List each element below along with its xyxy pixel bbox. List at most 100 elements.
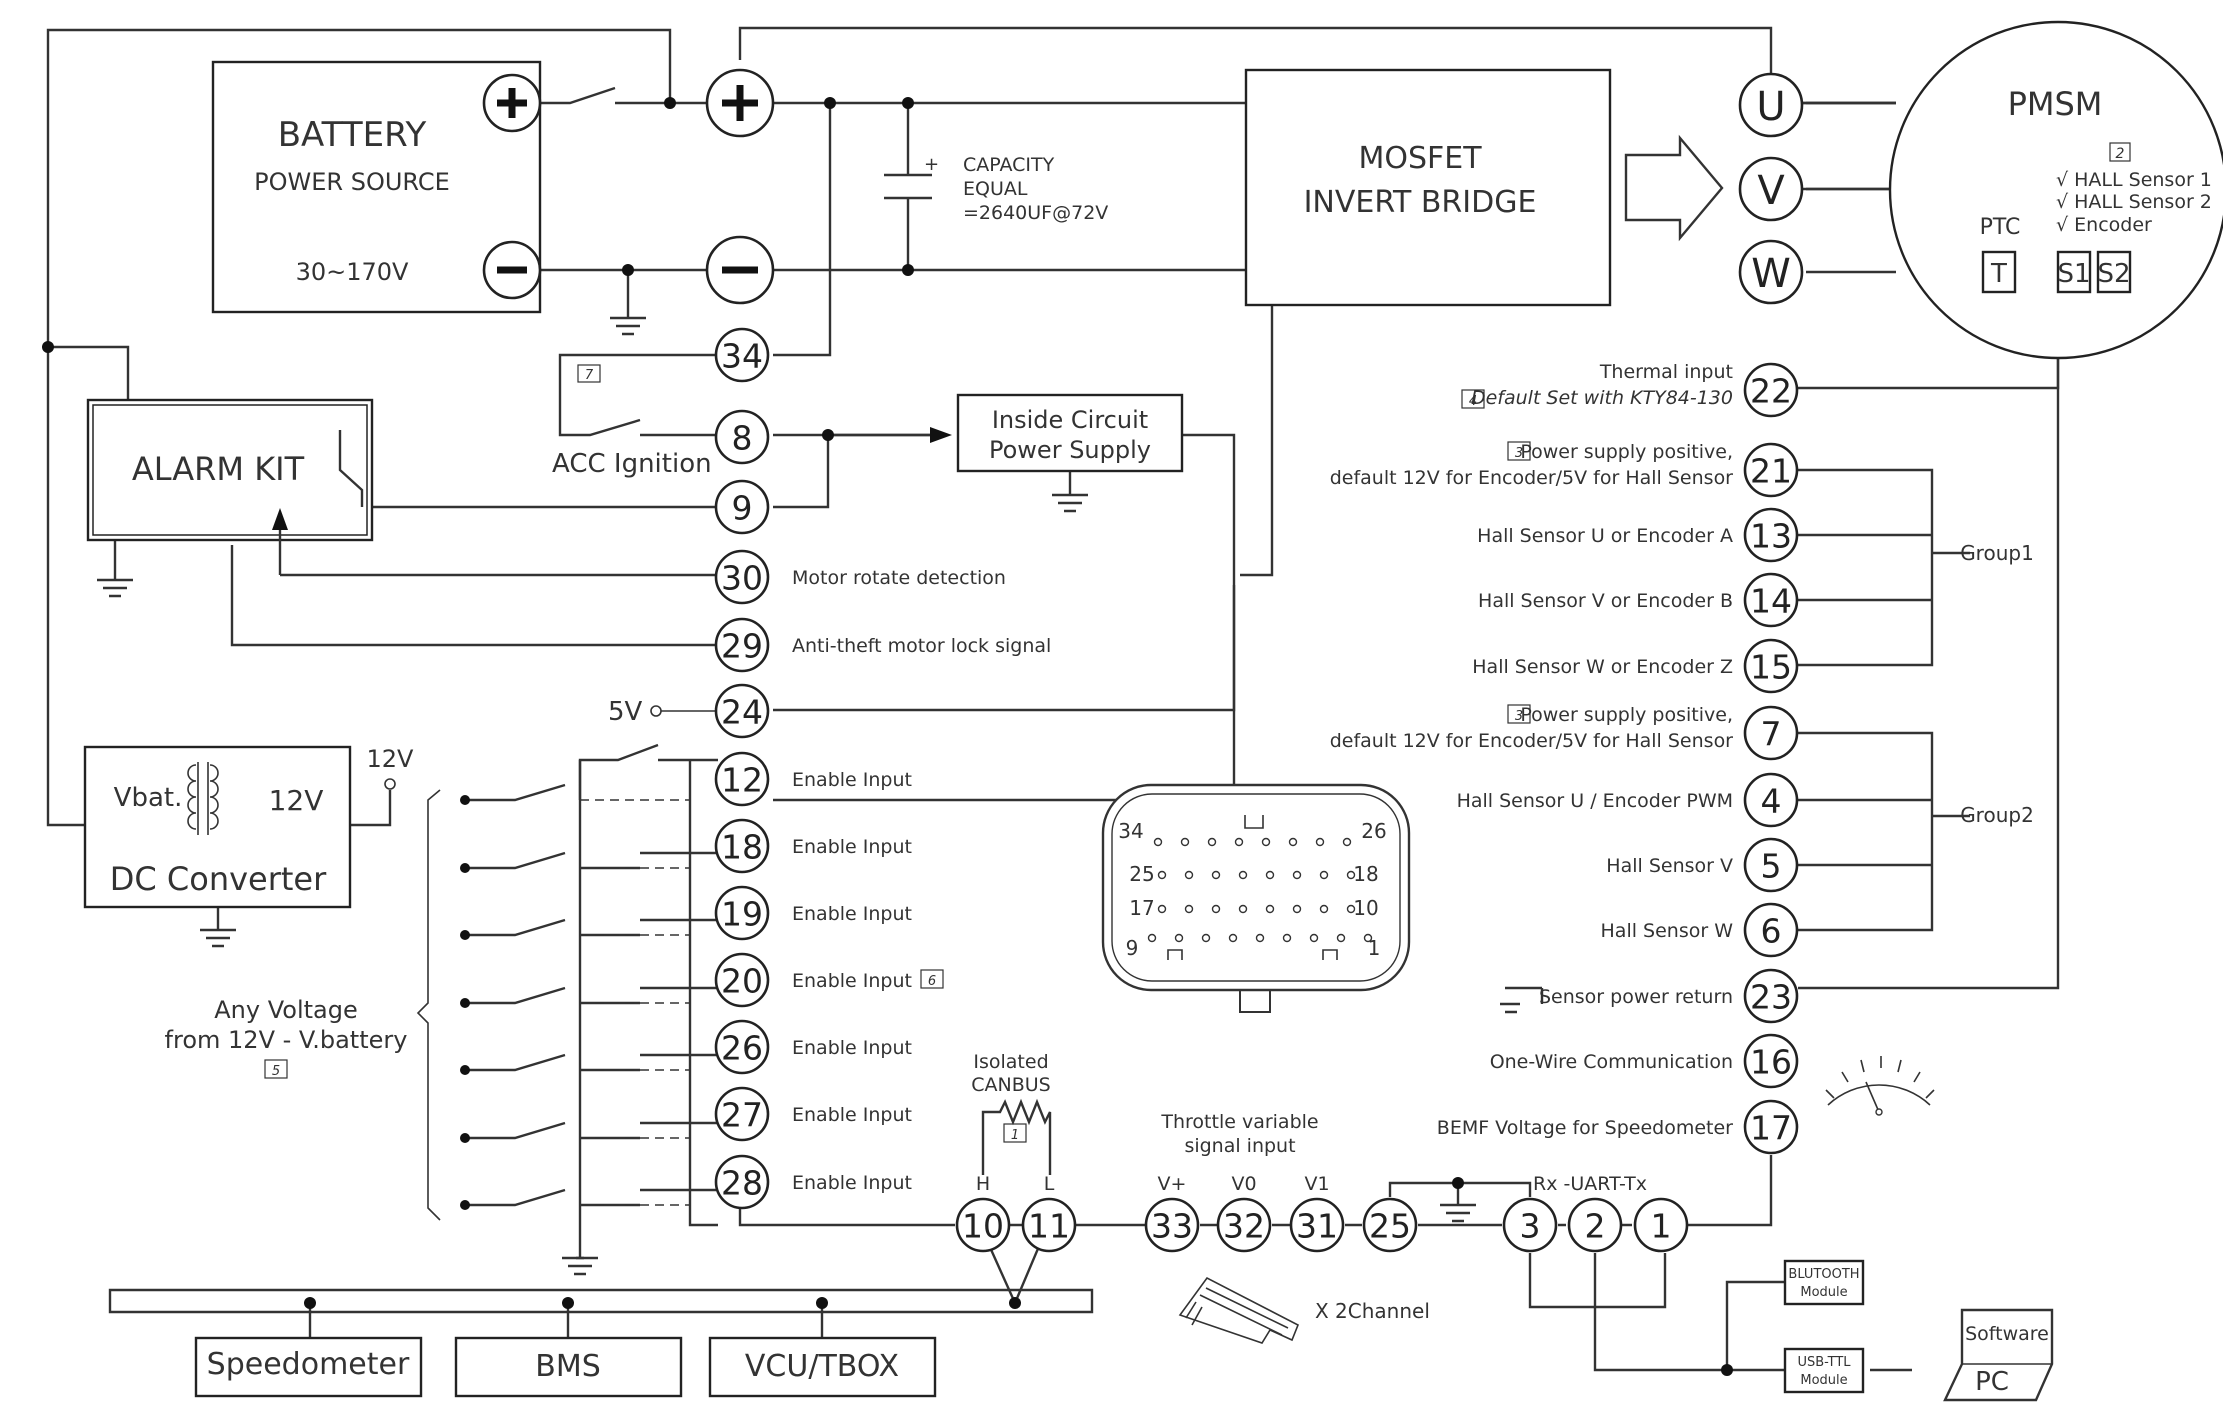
main-terminals [705, 68, 775, 305]
throttle-vplus: V+ [1158, 1173, 1187, 1195]
connector-hole [1292, 904, 1302, 914]
battery-subtitle: POWER SOURCE [254, 168, 450, 196]
phase-terminals: U V W [1738, 72, 1804, 305]
can-h: H [976, 1173, 990, 1195]
pin-label: Motor rotate detection [792, 567, 1006, 589]
pin-25: 25 [1362, 1197, 1418, 1253]
inside-supply-line2: Power Supply [989, 436, 1151, 464]
pin-number: 17 [1750, 1109, 1792, 1148]
sensor-box-s1: S1 [2057, 259, 2090, 289]
pmsm-option-1: √ HALL Sensor 1 [2056, 169, 2212, 191]
group-labels: Group1 Group2 [1960, 541, 2034, 827]
speedometer-gauge-icon [1825, 1056, 1935, 1116]
enable-switch-bank [465, 743, 718, 1260]
pin-number: 26 [721, 1029, 763, 1068]
pin-label-2: default 12V for Encoder/5V for Hall Sens… [1330, 730, 1733, 752]
conn-pin-25: 25 [1129, 862, 1154, 886]
pin-number: 13 [1750, 517, 1792, 556]
pin-number: 10 [962, 1207, 1004, 1246]
note-tag: 4 [1469, 394, 1477, 409]
connector-hole [1157, 904, 1167, 914]
bt-module-line1: BLUTOOTH [1788, 1267, 1859, 1282]
sensor-box-t: T [1990, 259, 2007, 289]
connector-hole [1261, 837, 1271, 847]
conn-pin-18: 18 [1353, 862, 1378, 886]
acc-label: ACC Ignition [552, 449, 712, 479]
connector-hole [1319, 904, 1329, 914]
pin-number: 32 [1223, 1207, 1265, 1246]
pin-number: 20 [721, 962, 763, 1001]
capacitor-line2: EQUAL [963, 178, 1028, 200]
connector-hole [1309, 933, 1319, 943]
connector-hole [1228, 933, 1238, 943]
pin-label-2: default 12V for Encoder/5V for Hall Sens… [1330, 467, 1733, 489]
pin-10: 10 [955, 1197, 1011, 1253]
pin-number: 16 [1750, 1043, 1792, 1082]
junction-dots [42, 97, 1733, 1376]
any-voltage-line1: Any Voltage [214, 996, 357, 1024]
connector-hole [1363, 933, 1373, 943]
pin-number: 2 [1585, 1207, 1606, 1246]
conn-pin-34: 34 [1118, 819, 1143, 843]
pin-label: Enable Input [792, 970, 912, 992]
pmsm-note-tag: 2 [2116, 146, 2125, 162]
bt-module-line2: Module [1800, 1285, 1847, 1300]
connector-hole [1292, 870, 1302, 880]
pin-number: 15 [1750, 648, 1792, 687]
pin-number: 19 [721, 895, 763, 934]
throttle-v0: V0 [1231, 1173, 1256, 1195]
pin-label: One-Wire Communication [1490, 1051, 1733, 1073]
pin-label: Hall Sensor U / Encoder PWM [1457, 790, 1733, 812]
conn-pin-17: 17 [1129, 896, 1154, 920]
pin-number: 34 [721, 337, 763, 376]
mosfet-box: MOSFET INVERT BRIDGE [1244, 68, 1612, 307]
connector-hole [1180, 837, 1190, 847]
pin-number: 9 [732, 489, 753, 528]
pin-label: Hall Sensor W [1601, 920, 1734, 942]
pin-32: 32 [1216, 1197, 1272, 1253]
modules: BLUTOOTH Module USB-TTL Module [1783, 1259, 1865, 1394]
pmsm-title: PMSM [2008, 85, 2103, 123]
any-voltage: Any Voltage from 12V - V.battery 5 [165, 789, 441, 1221]
pin-number: 24 [721, 693, 763, 732]
throttle-line1: Throttle variable [1160, 1111, 1318, 1133]
group1-label: Group1 [1960, 541, 2034, 565]
pin-20: 20 Enable Input [714, 952, 912, 1008]
connector-hole [1265, 904, 1275, 914]
pin-number: 23 [1750, 978, 1792, 1017]
acc-ignition: 7 ACC Ignition [552, 364, 712, 479]
phase-u: U [1756, 84, 1785, 130]
can-line2: CANBUS [971, 1074, 1050, 1096]
dc-out: 12V [269, 784, 324, 817]
mosfet-line2: INVERT BRIDGE [1304, 185, 1537, 220]
can-l: L [1044, 1173, 1055, 1195]
pin-number: 1 [1651, 1207, 1672, 1246]
connector-illustration: 34 26 25 18 17 10 9 1 [1101, 783, 1411, 1013]
pin-16: 16 One-Wire Communication [1490, 1033, 1799, 1089]
connector-hole [1342, 837, 1352, 847]
dc-out-label: 12V [367, 745, 415, 773]
alarm-kit-label: ALARM KIT [132, 450, 305, 488]
pin-number: 21 [1750, 452, 1792, 491]
throttle-v1: V1 [1304, 1173, 1329, 1195]
usb-module-line2: Module [1800, 1373, 1847, 1388]
inside-supply-box: Inside Circuit Power Supply [930, 393, 1184, 473]
inside-supply-line1: Inside Circuit [992, 406, 1148, 434]
pin-number: 3 [1520, 1207, 1541, 1246]
can-line1: Isolated [973, 1051, 1048, 1073]
note-tag: 3 [1515, 709, 1523, 724]
five-v-label: 5V [608, 697, 643, 727]
connector-hole [1346, 870, 1356, 880]
usb-module-line1: USB-TTL [1797, 1355, 1851, 1370]
connector-hole [1147, 933, 1157, 943]
mosfet-line1: MOSFET [1358, 141, 1482, 176]
